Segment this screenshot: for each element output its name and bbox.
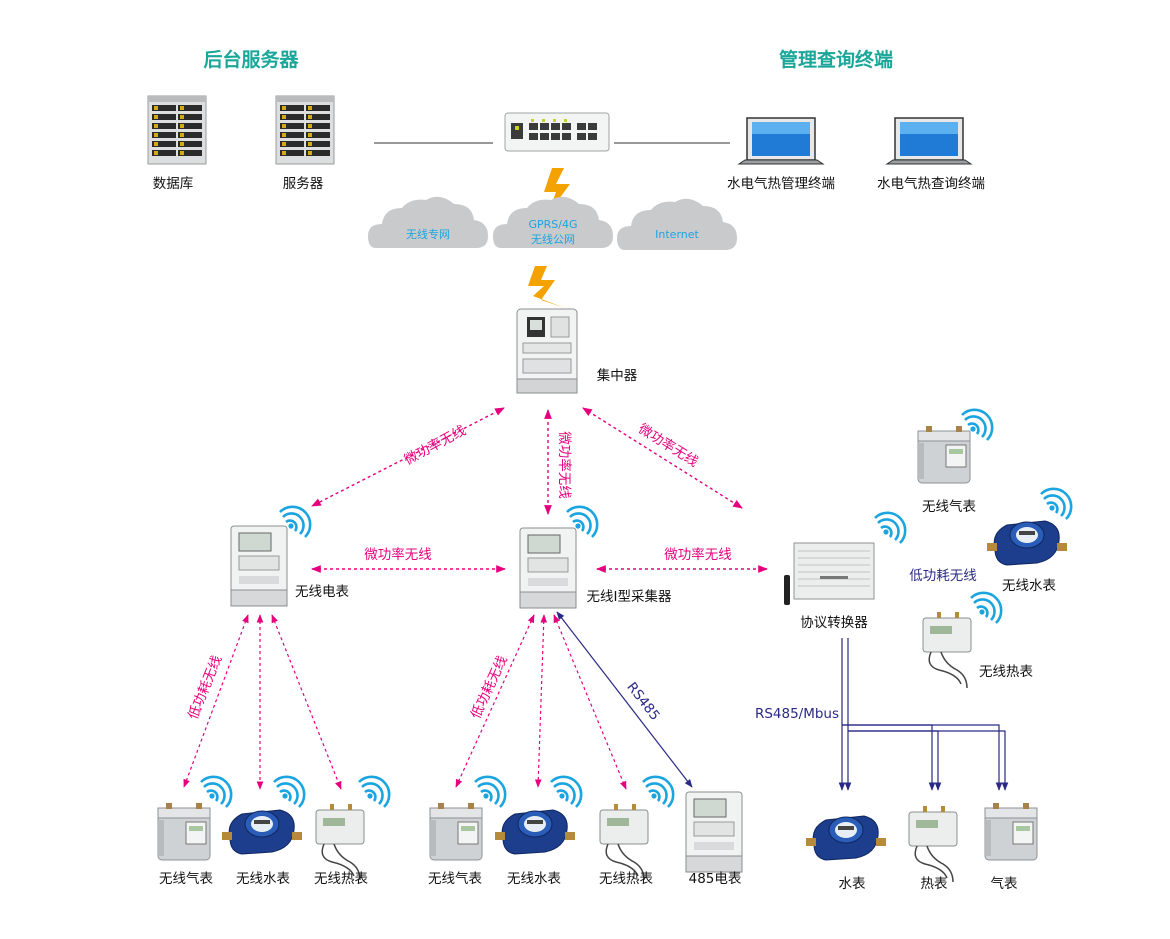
concentrator-icon [516,308,578,394]
label-gas-2: 无线气表 [428,871,482,887]
label-water-2: 无线水表 [507,871,561,887]
collector-icon [519,527,577,609]
label-collector: 无线I型采集器 [587,589,672,605]
label-gas-1: 无线气表 [159,871,213,887]
label-cloud-public-2: 无线公网 [531,232,575,246]
label-lp-left: 低功耗无线 [185,653,225,722]
title-backend: 后台服务器 [203,48,299,71]
label-mp-h-left: 微功率无线 [364,546,432,563]
rs485-mbus-bus [838,638,1009,791]
label-gas-right: 无线气表 [922,499,976,515]
heat-meter-icon [922,611,972,689]
link-meter-gas [183,614,249,788]
label-gas-3: 气表 [991,876,1019,892]
label-mgmt-terminal: 水电气热管理终端 [727,176,835,192]
title-terminals: 管理查询终端 [779,48,893,71]
label-query-terminal: 水电气热查询终端 [877,176,985,192]
gas-meter-icon [984,802,1038,861]
water-meter-icon [805,815,887,861]
protocol-converter-icon [784,542,875,605]
label-heat-right: 无线热表 [979,664,1033,680]
label-heat-1: 无线热表 [314,871,368,887]
label-mp-right: 微功率无线 [635,420,701,470]
electric-meter-485-icon [685,791,743,873]
label-rs485: RS485 [623,679,663,723]
wifi-icon [549,775,583,809]
label-rs485-mbus: RS485/Mbus [755,706,839,722]
label-cloud-internet: Internet [655,228,699,241]
wifi-icon [473,775,507,809]
link-collector-gas [455,614,535,788]
heat-meter-icon [908,805,958,883]
water-meter-icon [986,520,1068,566]
wifi-icon [1039,487,1073,521]
label-heat-2: 无线热表 [599,871,653,887]
link-collector-485meter [556,611,693,788]
laptop-icon [738,117,824,165]
link-meter-heat [271,614,342,790]
heat-meter-icon [599,803,649,881]
wifi-icon [873,511,907,545]
wifi-icon [357,775,391,809]
heat-meter-icon [315,803,365,881]
cloud-internet [617,198,737,250]
gas-meter-icon [917,425,971,484]
label-water-3: 水表 [839,876,867,892]
label-water-1: 无线水表 [236,871,290,887]
network-switch-icon [504,112,610,152]
water-meter-icon [494,809,576,855]
laptop-icon [886,117,972,165]
label-cloud-private: 无线专网 [406,227,450,241]
wifi-icon [272,775,306,809]
label-database: 数据库 [153,176,194,192]
wireless-electric-meter-icon [230,525,288,607]
wifi-icon [641,775,675,809]
label-mp-mid: 微功率无线 [556,431,573,499]
label-cloud-public-1: GPRS/4G [528,218,577,231]
label-heat-3: 热表 [921,876,949,892]
link-collector-heat [553,614,627,790]
label-lp-mid: 低功耗无线 [468,653,511,721]
label-water-right: 无线水表 [1002,578,1056,594]
wifi-icon [199,775,233,809]
label-server: 服务器 [283,176,324,192]
gas-meter-icon [429,802,483,861]
label-mp-h-right: 微功率无线 [664,546,732,563]
label-mp-left: 微功率无线 [401,422,469,469]
label-lp-right: 低功耗无线 [909,568,977,584]
link-concentrator-converter [582,407,743,509]
wifi-icon [969,591,1003,625]
label-concentrator: 集中器 [597,368,638,384]
label-485-meter: 485电表 [689,871,742,887]
label-wireless-meter: 无线电表 [295,584,349,600]
link-collector-water [534,614,548,788]
gas-meter-icon [157,802,211,861]
label-converter: 协议转换器 [800,615,868,631]
water-meter-icon [221,809,303,855]
lightning-icon [544,168,570,214]
server-icon [275,95,335,165]
database-server-icon [147,95,207,165]
lightning-icon [528,266,565,308]
